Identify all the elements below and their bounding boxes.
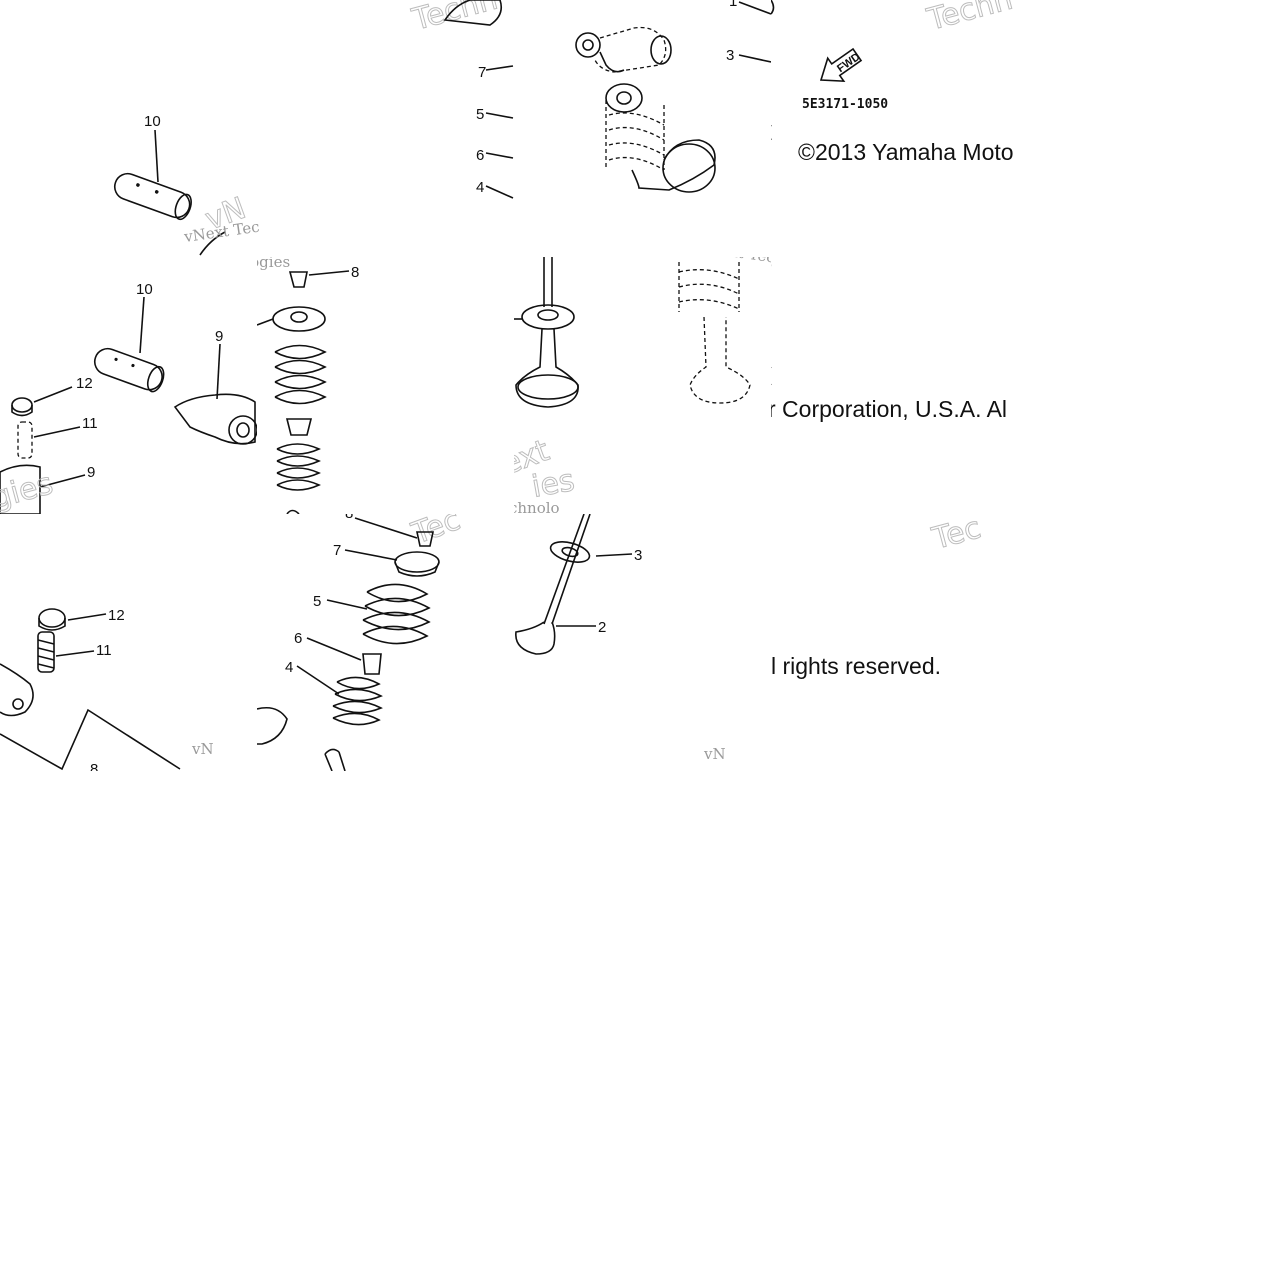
leader-10 <box>154 129 159 183</box>
callout-1-top: 1 <box>729 0 737 10</box>
tile-r1c3: 3 1 <box>514 0 771 257</box>
watermark-tec-low: Tec <box>407 514 465 552</box>
watermark-script-mid: vNext Tec <box>697 257 771 267</box>
tile-pin-region: 10 vNext Tec vN Techn 7 5 6 4 <box>0 0 514 257</box>
callout-7-low: 7 <box>333 542 341 559</box>
outer-spring-low <box>362 583 431 645</box>
tile-r1c1 <box>0 0 257 257</box>
watermark-ies-low: ies <box>514 514 547 524</box>
rocker-shaft-mid <box>93 347 165 393</box>
inner-spring-part <box>276 443 321 491</box>
callout-8-low-b: 8 <box>345 514 353 522</box>
tile-r2c2: hnologies 8 <box>257 257 514 514</box>
callout-8-low: 8 <box>90 761 98 771</box>
tile-r3c4: Tec l rights reserved. <box>771 514 1028 771</box>
callout-10-mid: 10 <box>136 281 153 298</box>
watermark-tech-top: Techn <box>408 0 501 38</box>
callout-5-top: 5 <box>476 106 484 123</box>
rocker-assembly-low: 12 11 8 vN <box>0 607 214 771</box>
valve-assembly-top: 3 1 <box>575 0 771 193</box>
adjuster-screw-low <box>37 631 55 673</box>
watermark-frag: hnologies <box>257 257 290 271</box>
valve-stem-mid: vNext Tec ext ies chnolo <box>514 257 771 514</box>
copyright-part-1: ©2013 Yamaha Moto <box>798 139 1014 165</box>
callout-4-top: 4 <box>476 179 484 196</box>
callout-3-top: 3 <box>726 47 734 64</box>
callout-12-mid: 12 <box>76 375 93 392</box>
inner-spring-low <box>332 676 383 726</box>
spring-stack-mid: hnologies 8 <box>257 257 359 514</box>
tile-r3c1: 12 11 8 vN <box>0 514 257 771</box>
valve-spring-part <box>605 83 716 193</box>
callout-12-low: 12 <box>108 607 125 624</box>
watermark-gies: gies <box>0 466 57 514</box>
exhaust-valve-part <box>678 262 751 404</box>
callout-6-low: 6 <box>294 630 302 647</box>
rocker-arm-mid <box>173 393 257 445</box>
tile-r3c3: ies 3 2 vN <box>514 514 771 771</box>
fwd-arrow-drawing: FWD Techn <box>771 0 1017 140</box>
rocker-assembly-mid: 10 12 11 9 9 gies <box>0 281 257 514</box>
blank-mid-right: hnologies <box>771 257 773 385</box>
adjuster-screw-part <box>17 421 33 459</box>
callout-11-mid: 11 <box>82 415 98 432</box>
callout-9-low: 9 <box>87 464 95 481</box>
watermark-vn-low: vN <box>191 740 214 758</box>
rocker-arm-part <box>575 26 672 73</box>
nut-part <box>11 397 33 417</box>
callout-2-low: 2 <box>598 619 606 636</box>
callout-4-low: 4 <box>285 659 293 676</box>
tile-r2c1: 10 12 11 9 9 gies <box>0 257 257 514</box>
watermark-chnolo: chnolo <box>514 499 560 514</box>
tile-r1c4: FWD Techn 5E3171-1050 ©2013 Yamaha Moto <box>771 0 1028 257</box>
outer-spring-part <box>274 344 327 405</box>
tile-r2c4: hnologies r Corporation, U.S.A. Al <box>771 257 1028 514</box>
callout-5-low: 5 <box>313 593 321 610</box>
blank-low-right: Tec <box>928 514 986 557</box>
stem-seal-low <box>362 653 382 675</box>
fwd-label: FWD <box>835 51 862 75</box>
valve-cotter-low <box>416 531 434 547</box>
watermark-hnologies: hnologies <box>771 257 773 276</box>
watermark-techn: Techn <box>923 0 1016 38</box>
callout-9-mid: 9 <box>215 328 223 345</box>
spring-retainer-low <box>394 551 440 577</box>
copyright-part-3: l rights reserved. <box>771 653 942 679</box>
spring-stack-low: Tec 8 7 5 6 4 <box>257 514 466 771</box>
valve-cotter-part <box>288 271 308 288</box>
nut-part-low <box>38 608 66 631</box>
watermark-gies-b: ies <box>529 463 577 505</box>
callout-11-low: 11 <box>96 642 112 659</box>
callout-8-mid: 8 <box>351 264 359 281</box>
intake-valve-part <box>515 257 579 408</box>
callout-10: 10 <box>144 113 161 130</box>
callout-3-low: 3 <box>634 547 642 564</box>
fwd-arrow-icon: FWD <box>819 47 863 83</box>
tile-r2c3: vNext Tec ext ies chnolo <box>514 257 771 514</box>
valve-low-part <box>515 514 591 655</box>
watermark-vn-low-b: vN <box>703 745 726 763</box>
callout-6-top: 6 <box>476 147 484 164</box>
rocker-shaft-part <box>113 172 192 221</box>
copyright-part-2: r Corporation, U.S.A. Al <box>771 396 1008 422</box>
part-code: 5E3171-1050 <box>802 97 889 112</box>
rocker-shaft-drawing: 10 vNext Tec vN Techn 7 5 6 4 <box>113 0 514 256</box>
watermark-tec-right: Tec <box>928 514 985 557</box>
tile-r3c2: Tec 8 7 5 6 4 <box>257 514 514 771</box>
valve-low: ies 3 2 vN <box>514 514 726 763</box>
callout-7-top: 7 <box>478 64 486 81</box>
